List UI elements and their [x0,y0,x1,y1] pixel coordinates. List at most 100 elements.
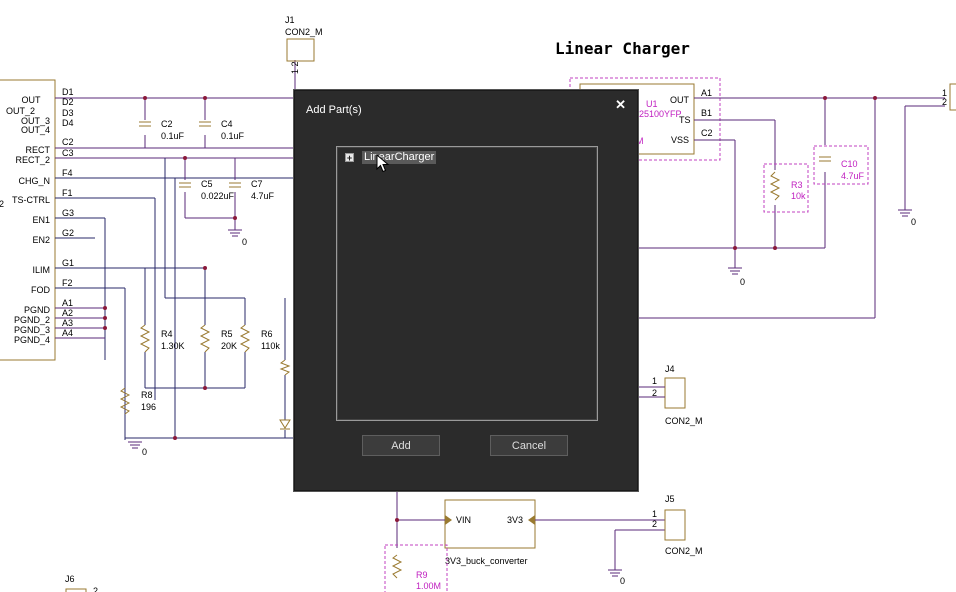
pin-out: OUT [22,95,42,105]
r3-ref: R3 [791,180,803,190]
add-parts-dialog[interactable]: Add Part(s) ✕ + LinearCharger Add Cancel [294,90,638,491]
r4-ref: R4 [161,329,173,339]
connector-j5[interactable]: J5 1 2 CON2_M [652,494,703,556]
pin-ilim: ILIM [32,265,50,275]
pin-rect: RECT [26,145,51,155]
pin-num-d3: D3 [62,108,74,118]
pin-num-a2: A2 [62,308,73,318]
pin-pgnd-2: PGND_2 [14,315,50,325]
r5-ref: R5 [221,329,233,339]
pin-num-d1: D1 [62,87,74,97]
resistor-r5[interactable]: R5 20K [199,324,237,353]
pin-num-c2: C2 [62,137,74,147]
pin-out-4: OUT_4 [21,125,50,135]
pin-num-a3: A3 [62,318,73,328]
resistor-r9[interactable]: R9 1.00M [384,544,448,592]
connector-j1[interactable]: J1 CON2_M 1 2 [285,15,323,74]
pin-num-a1: A1 [62,298,73,308]
right-junction-dots [733,96,877,250]
c5-ref: C5 [201,179,213,189]
buck-pin-vin: VIN [456,515,471,525]
r9-value: 1.00M [416,581,441,591]
tree-item-linearcharger[interactable]: + LinearCharger [345,151,437,164]
resistor-r4[interactable]: R4 1.30K [139,324,185,353]
add-button[interactable]: Add [362,435,440,456]
svg-text:0: 0 [142,447,147,457]
u1-pin-vss: VSS [671,135,689,145]
c10-ref: C10 [841,159,858,169]
sheet-title: Linear Charger [555,39,690,58]
j1-pins: 1 2 [290,61,300,74]
right-conn-pin-1: 1 [942,88,947,98]
resistor-r3[interactable]: R3 10k [763,163,809,213]
ground-symbol-2: 0 [128,441,147,457]
u1-ref: U1 [646,99,658,109]
close-icon[interactable]: ✕ [615,97,626,112]
pin-num-d2: D2 [62,97,74,107]
pin-num-f1: F1 [62,188,73,198]
u1-pin-out: OUT [670,95,690,105]
pin-out-3: OUT_3 [21,116,50,126]
j1-value: CON2_M [285,27,323,37]
pin-num-g1: G1 [62,258,74,268]
pin-num-f4: F4 [62,168,73,178]
parts-tree[interactable]: + LinearCharger [336,146,598,421]
u1-part: q25100YFP [634,109,682,119]
capacitor-c4[interactable]: C4 0.1uF [199,119,245,141]
pin-pgnd-4: PGND_4 [14,335,50,345]
u1-pin-m: M [636,136,644,146]
capacitor-c7[interactable]: C7 4.7uF [229,179,275,201]
pin-en1: EN1 [32,215,50,225]
expand-plus-icon[interactable]: + [345,153,354,163]
j4-ref: J4 [665,364,675,374]
j5-ref: J5 [665,494,675,504]
left-wires [55,60,296,440]
j4-pin-1: 1 [652,376,657,386]
resistor-r8[interactable]: R8 196 [119,387,156,415]
capacitor-c2[interactable]: C2 0.1uF [139,119,185,141]
resistor-r6[interactable]: R6 110k [239,324,280,353]
c7-ref: C7 [251,179,263,189]
r9-ref: R9 [416,570,428,580]
right-wires [637,97,945,319]
svg-text:0: 0 [911,217,916,227]
pin-pgnd: PGND [24,305,51,315]
r3-value: 10k [791,191,806,201]
buck-pin-3v3: 3V3 [507,515,523,525]
thermistor-part[interactable] [279,359,291,430]
connector-j4[interactable]: J4 1 2 CON2_M [637,364,703,426]
right-edge-connector[interactable]: 1 2 [942,83,956,111]
pin-num-c3: C3 [62,148,74,158]
j6-ref: J6 [65,574,75,584]
mouse-pointer-icon [376,154,390,173]
junction-dots [103,96,237,440]
buck-name: 3V3_buck_converter [445,556,528,566]
u1-pin-c2: C2 [701,128,713,138]
r5-value: 20K [221,341,237,351]
r8-ref: R8 [141,390,153,400]
u1-pin-a1: A1 [701,88,712,98]
svg-text:0: 0 [740,277,745,287]
pin-ts-ctrl: TS-CTRL [12,195,50,205]
c2-ref: C2 [161,119,173,129]
capacitor-c10[interactable]: C10 4.7uF [813,145,869,185]
left-ic-side-label: 2 [0,199,4,209]
ground-symbol-3: 0 [728,248,745,287]
tree-item-label[interactable]: LinearCharger [362,151,437,164]
left-ic[interactable]: 2 OUT OUT_2 OUT_3 OUT_4 RECT RECT_2 CHG_… [0,79,74,361]
pin-rect-2: RECT_2 [15,155,50,165]
cancel-button[interactable]: Cancel [490,435,568,456]
pin-chg-n: CHG_N [18,176,50,186]
j4-pin-2: 2 [652,388,657,398]
buck-converter-u4[interactable]: U4 VIN 3V3 3V3_buck_converter [444,484,536,566]
c7-value: 4.7uF [251,191,275,201]
capacitor-c5[interactable]: C5 0.022uF [179,179,235,201]
ground-symbol-5: 0 [608,569,625,586]
c2-value: 0.1uF [161,131,185,141]
pin-num-g3: G3 [62,208,74,218]
svg-text:0: 0 [620,576,625,586]
r6-ref: R6 [261,329,273,339]
j5-pin-2: 2 [652,519,657,529]
connector-j6[interactable]: J6 2 [65,574,98,592]
